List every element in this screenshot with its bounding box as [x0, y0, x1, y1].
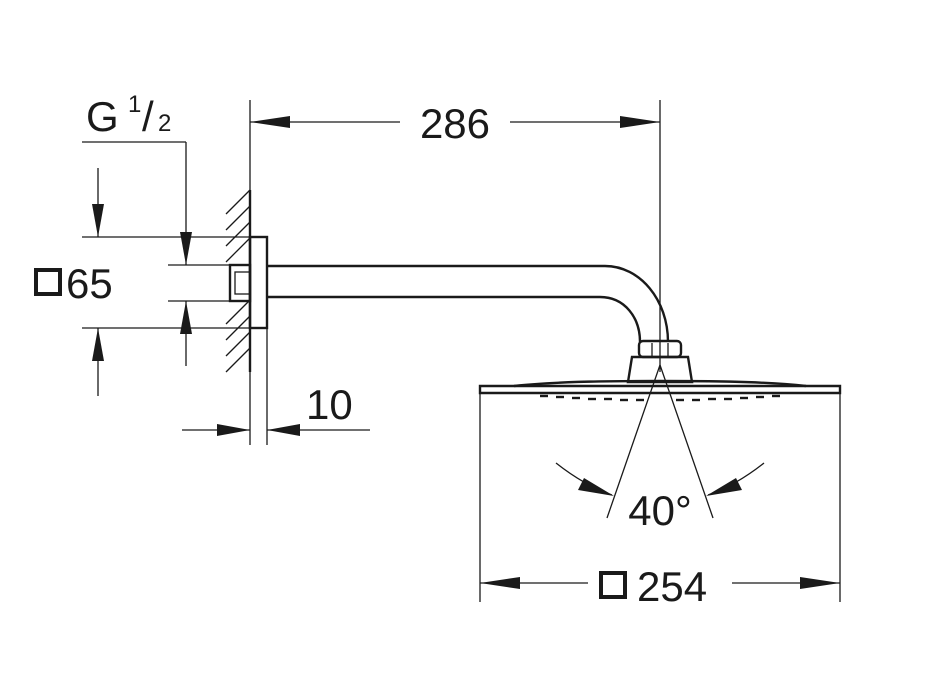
dimension-254: 254: [479, 393, 841, 610]
flange-plate: [248, 235, 269, 330]
spray-line-left: [606, 364, 661, 519]
head-arrow-right: [800, 577, 840, 589]
wall-flange: [228, 235, 269, 330]
shower-head-top: [513, 379, 807, 388]
dimension-254-label: 254: [637, 563, 707, 610]
depth-arrow-left: [217, 424, 250, 436]
dimension-286: 286: [249, 100, 661, 372]
dimension-10: 10: [182, 328, 370, 445]
square-symbol-icon: [599, 571, 627, 599]
shower-arm-bottom-edge: [267, 295, 642, 343]
dimension-65: 65: [34, 168, 250, 396]
arrowhead-left: [250, 116, 290, 128]
thread-slash: /: [142, 93, 154, 140]
flange-arrow-bottom: [92, 328, 104, 361]
thread-letter: G: [86, 93, 119, 140]
shower-head: [478, 379, 842, 402]
dimension-286-label: 286: [420, 100, 490, 147]
thread-connector: [228, 263, 252, 303]
dimension-10-label: 10: [306, 381, 353, 428]
head-arrow-left: [480, 577, 520, 589]
square-symbol-icon: [34, 268, 62, 296]
thread-numerator: 1: [128, 91, 141, 118]
dimension-40-degrees: 40°: [555, 364, 765, 534]
depth-arrow-right: [267, 424, 300, 436]
dimension-40-label: 40°: [628, 487, 692, 534]
spray-line-right: [659, 364, 714, 519]
thread-arrow-bottom: [180, 301, 192, 334]
thread-arrow-top: [180, 232, 192, 265]
wall-hatching: [225, 189, 251, 373]
shower-arm-top-edge: [267, 264, 670, 343]
arrowhead-right: [620, 116, 660, 128]
shower-head-plate: [478, 384, 842, 395]
spray-nozzles: [540, 394, 780, 402]
angle-arrow-right: [706, 478, 742, 496]
angle-arrow-left: [578, 478, 614, 496]
thread-connector-inner: [234, 271, 251, 295]
dimension-thread: G 1 / 2: [82, 91, 230, 366]
shower-arm: [267, 264, 670, 343]
thread-denominator: 2: [158, 110, 171, 137]
flange-arrow-top: [92, 204, 104, 237]
dimension-65-label: 65: [66, 260, 113, 307]
